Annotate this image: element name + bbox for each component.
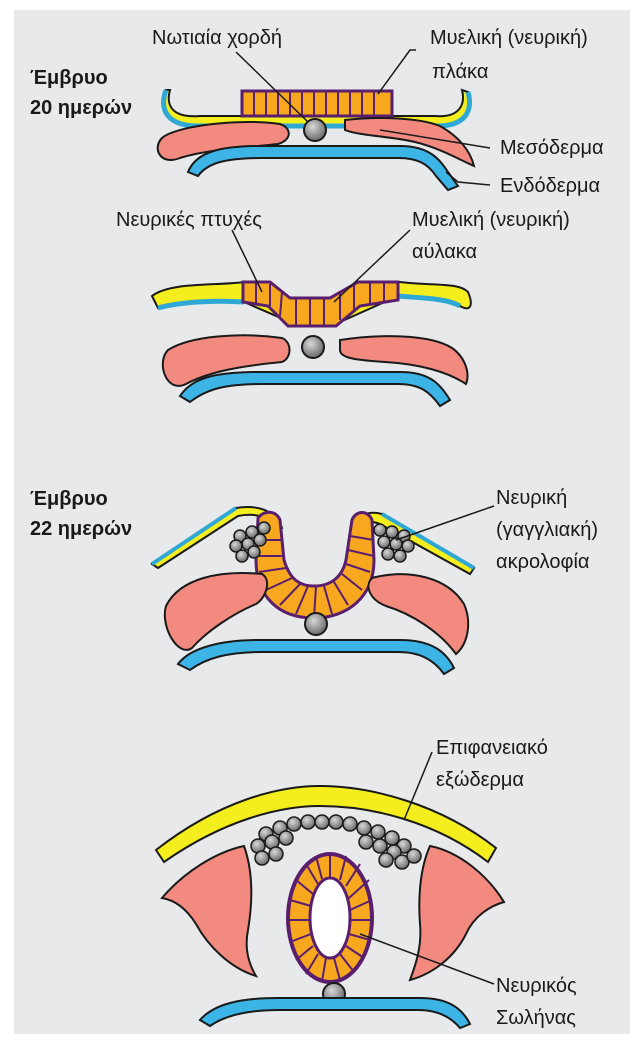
label-notochord: Νωτιαία χορδή bbox=[152, 27, 282, 49]
label-neural-groove-line2: αύλακα bbox=[412, 241, 477, 263]
stage-1-age-line1: Έμβρυο bbox=[30, 67, 108, 89]
label-neural-crest-line3: ακρολοφία bbox=[496, 551, 589, 573]
label-mesoderm: Μεσόδερμα bbox=[500, 137, 604, 159]
neural-tube-lumen bbox=[310, 878, 350, 958]
label-neural-crest-line1: Νευρική bbox=[496, 487, 567, 509]
label-neural-plate-line2: πλάκα bbox=[432, 61, 488, 83]
label-neural-tube-line1: Νευρικός bbox=[496, 975, 577, 997]
label-surface-ectoderm-line2: εξώδερμα bbox=[436, 769, 524, 791]
stage-1-age-line2: 20 ημερών bbox=[30, 97, 132, 119]
stage-3-age-line2: 22 ημερών bbox=[30, 518, 132, 540]
label-neural-tube-line2: Σωλήνας bbox=[496, 1007, 576, 1029]
label-neural-plate-line1: Μυελική (νευρική) bbox=[430, 27, 588, 49]
neural-plate bbox=[242, 91, 392, 116]
stage-3-age-line1: Έμβρυο bbox=[30, 488, 108, 510]
notochord bbox=[302, 336, 324, 358]
label-neural-crest-line2: (γαγγλιακή) bbox=[496, 519, 598, 541]
label-surface-ectoderm-line1: Επιφανειακό bbox=[436, 737, 548, 759]
label-endoderm: Ενδόδερμα bbox=[500, 175, 600, 197]
label-neural-groove-line1: Μυελική (νευρική) bbox=[412, 209, 570, 231]
label-neural-folds: Νευρικές πτυχές bbox=[116, 209, 262, 231]
notochord bbox=[305, 613, 327, 635]
